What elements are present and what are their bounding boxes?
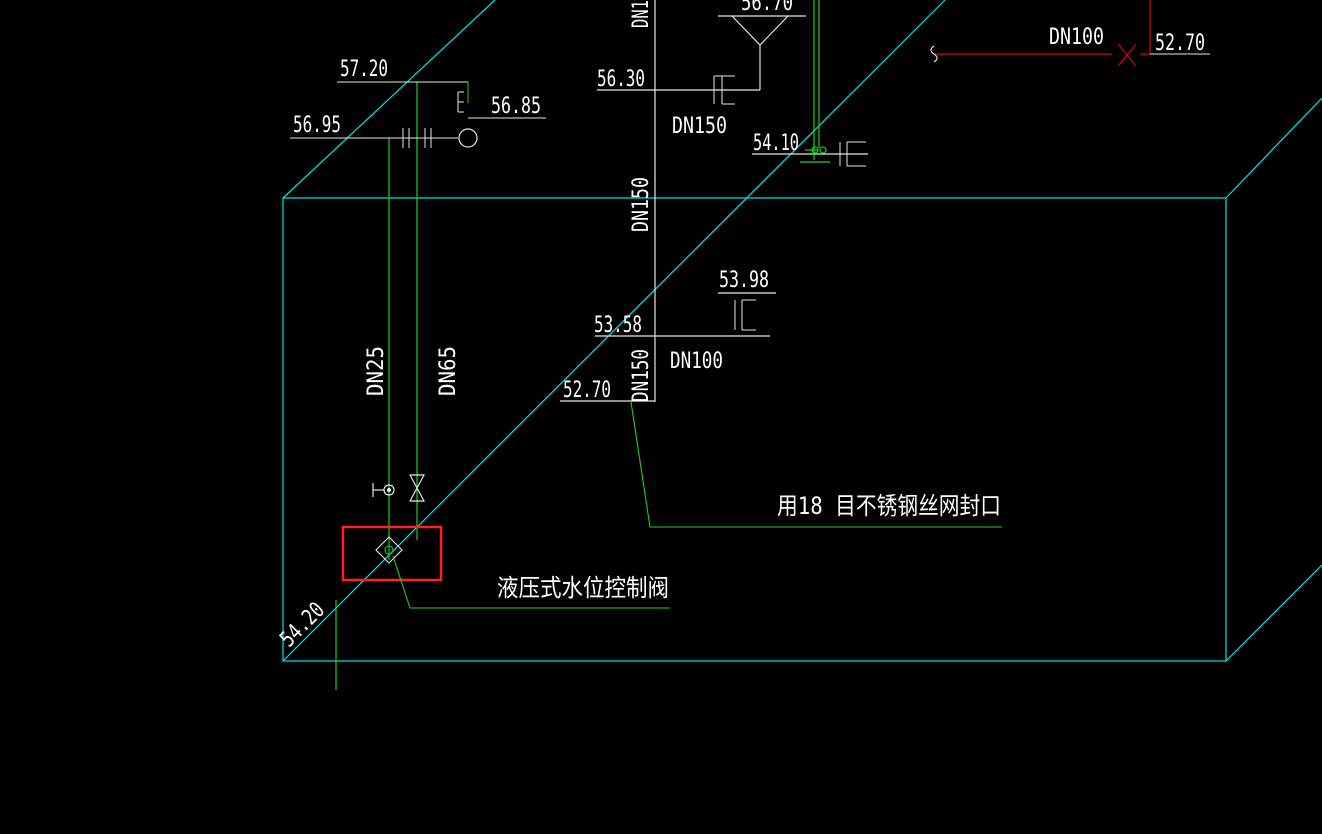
highlight-box[interactable]	[341, 525, 443, 582]
tank-front-face	[282, 197, 1227, 662]
elev-57-20: 57.20	[340, 57, 388, 82]
float-valve-icon[interactable]	[372, 483, 395, 497]
pipe-size-dn150-top: DN1	[629, 0, 654, 28]
hydraulic-control-valve-icon[interactable]	[375, 536, 403, 564]
inlet-pipes	[335, 82, 418, 690]
overflow-pipe	[800, 0, 830, 163]
tank-edge-bottom-right	[1225, 564, 1322, 662]
pipe-size-dn65: DN65	[436, 346, 461, 396]
main-pipe	[560, 0, 868, 402]
elev-52-70-b: 52.70	[1155, 31, 1205, 56]
pipe-size-dn25: DN25	[364, 346, 389, 396]
pipe-size-dn100-top: DN100	[1049, 25, 1104, 50]
valve-note-leader	[392, 555, 670, 609]
water-tank	[282, 0, 1322, 662]
elev-54-20: 54.20	[276, 598, 330, 652]
elev-56-30: 56.30	[597, 67, 645, 92]
tank-edge-top-right	[1225, 97, 1322, 199]
elev-56-70: 56.70	[741, 0, 793, 16]
drain-pipe-dn100	[934, 0, 1151, 55]
screen-note: 用18 目不锈钢丝网封口	[777, 492, 1001, 520]
elev-52-70-a: 52.70	[563, 378, 611, 403]
pipe-size-dn100-mid: DN100	[670, 349, 723, 374]
valve-marks-branches	[713, 75, 866, 331]
pipe-size-dn150-vertical-low: DN150	[629, 349, 654, 402]
elev-54-10: 54.10	[753, 131, 799, 156]
inlet-elevation-lines	[290, 81, 546, 139]
tank-edge-top-left	[282, 0, 496, 199]
pipe-size-dn150-vertical: DN150	[629, 177, 654, 232]
elev-56-85: 56.85	[491, 94, 541, 119]
valve-marks-5685	[402, 91, 464, 148]
valve-note: 液压式水位控制阀	[497, 574, 669, 602]
funnel-icon	[731, 15, 789, 46]
pipe-break-icon	[930, 43, 1137, 67]
elev-56-95: 56.95	[293, 113, 341, 138]
pipe-size-dn150: DN150	[672, 114, 727, 139]
gate-valve-icon[interactable]	[408, 474, 426, 502]
float-ball-icon	[458, 128, 478, 148]
elev-53-98: 53.98	[719, 268, 769, 293]
labels: 57.20 56.95 56.85 56.30 56.70 DN150 54.1…	[276, 0, 1205, 652]
screen-note-leader	[630, 401, 1002, 528]
elev-53-58: 53.58	[594, 313, 642, 338]
